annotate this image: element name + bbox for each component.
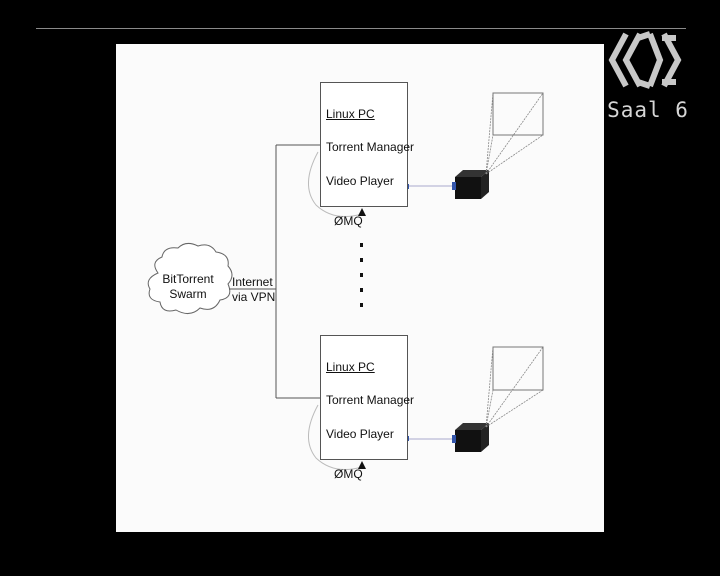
cloud-shape	[147, 242, 233, 314]
cloud-line-1: BitTorrent	[162, 272, 214, 286]
zmq-arc-2	[308, 404, 363, 470]
cloud-line-2: Swarm	[169, 287, 207, 301]
zmq-arrowhead-2	[358, 461, 366, 469]
pc-title: Linux PC	[326, 107, 375, 121]
pc-title: Linux PC	[326, 360, 375, 374]
projection-screen-2	[492, 346, 544, 391]
projector-1	[452, 170, 489, 199]
projection-beam-2	[485, 346, 544, 428]
torrent-manager-label: Torrent Manager	[326, 393, 415, 407]
zmq-label-2: ØMQ	[334, 467, 363, 481]
torrent-manager-label: Torrent Manager	[326, 140, 415, 154]
video-player-label: Video Player	[326, 427, 394, 441]
zmq-arc-1	[308, 151, 363, 217]
internet-vpn-label: Internet via VPN	[232, 275, 275, 305]
bittorrent-swarm-label: BitTorrent Swarm	[146, 272, 230, 302]
projection-screen-1	[492, 92, 544, 136]
projection-beam-1	[485, 92, 544, 175]
video-player-label: Video Player	[326, 174, 394, 188]
zmq-arrowhead-1	[358, 208, 366, 216]
zmq-label-1: ØMQ	[334, 214, 363, 228]
link-line-1: Internet	[232, 275, 273, 289]
top-rule	[36, 28, 686, 29]
ellipsis-dots	[360, 243, 363, 307]
hexagon-chain-logo-icon	[608, 31, 682, 89]
projector-2	[452, 423, 489, 452]
linux-pc-box-1: Linux PC Torrent Manager Video Player	[320, 82, 414, 207]
linux-pc-box-2: Linux PC Torrent Manager Video Player	[320, 335, 414, 460]
room-label: Saal 6	[607, 98, 689, 122]
link-line-2: via VPN	[232, 290, 276, 304]
